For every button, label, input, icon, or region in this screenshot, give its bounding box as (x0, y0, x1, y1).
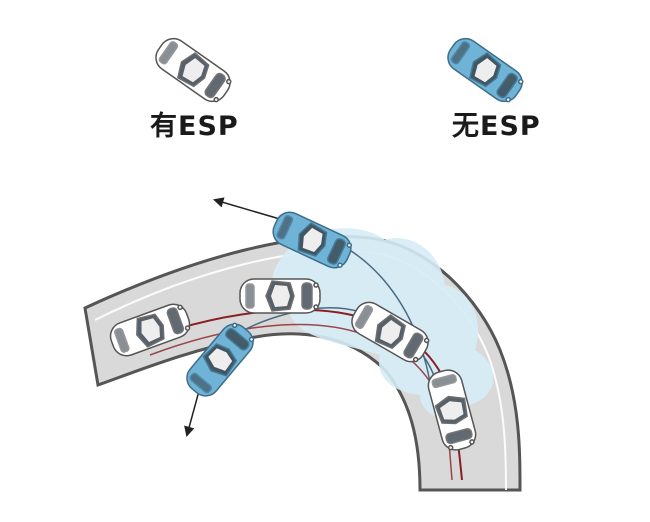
legend-car-with-esp (150, 33, 235, 107)
car-with-esp-2 (240, 279, 320, 313)
legend-car-without-esp (442, 33, 527, 107)
